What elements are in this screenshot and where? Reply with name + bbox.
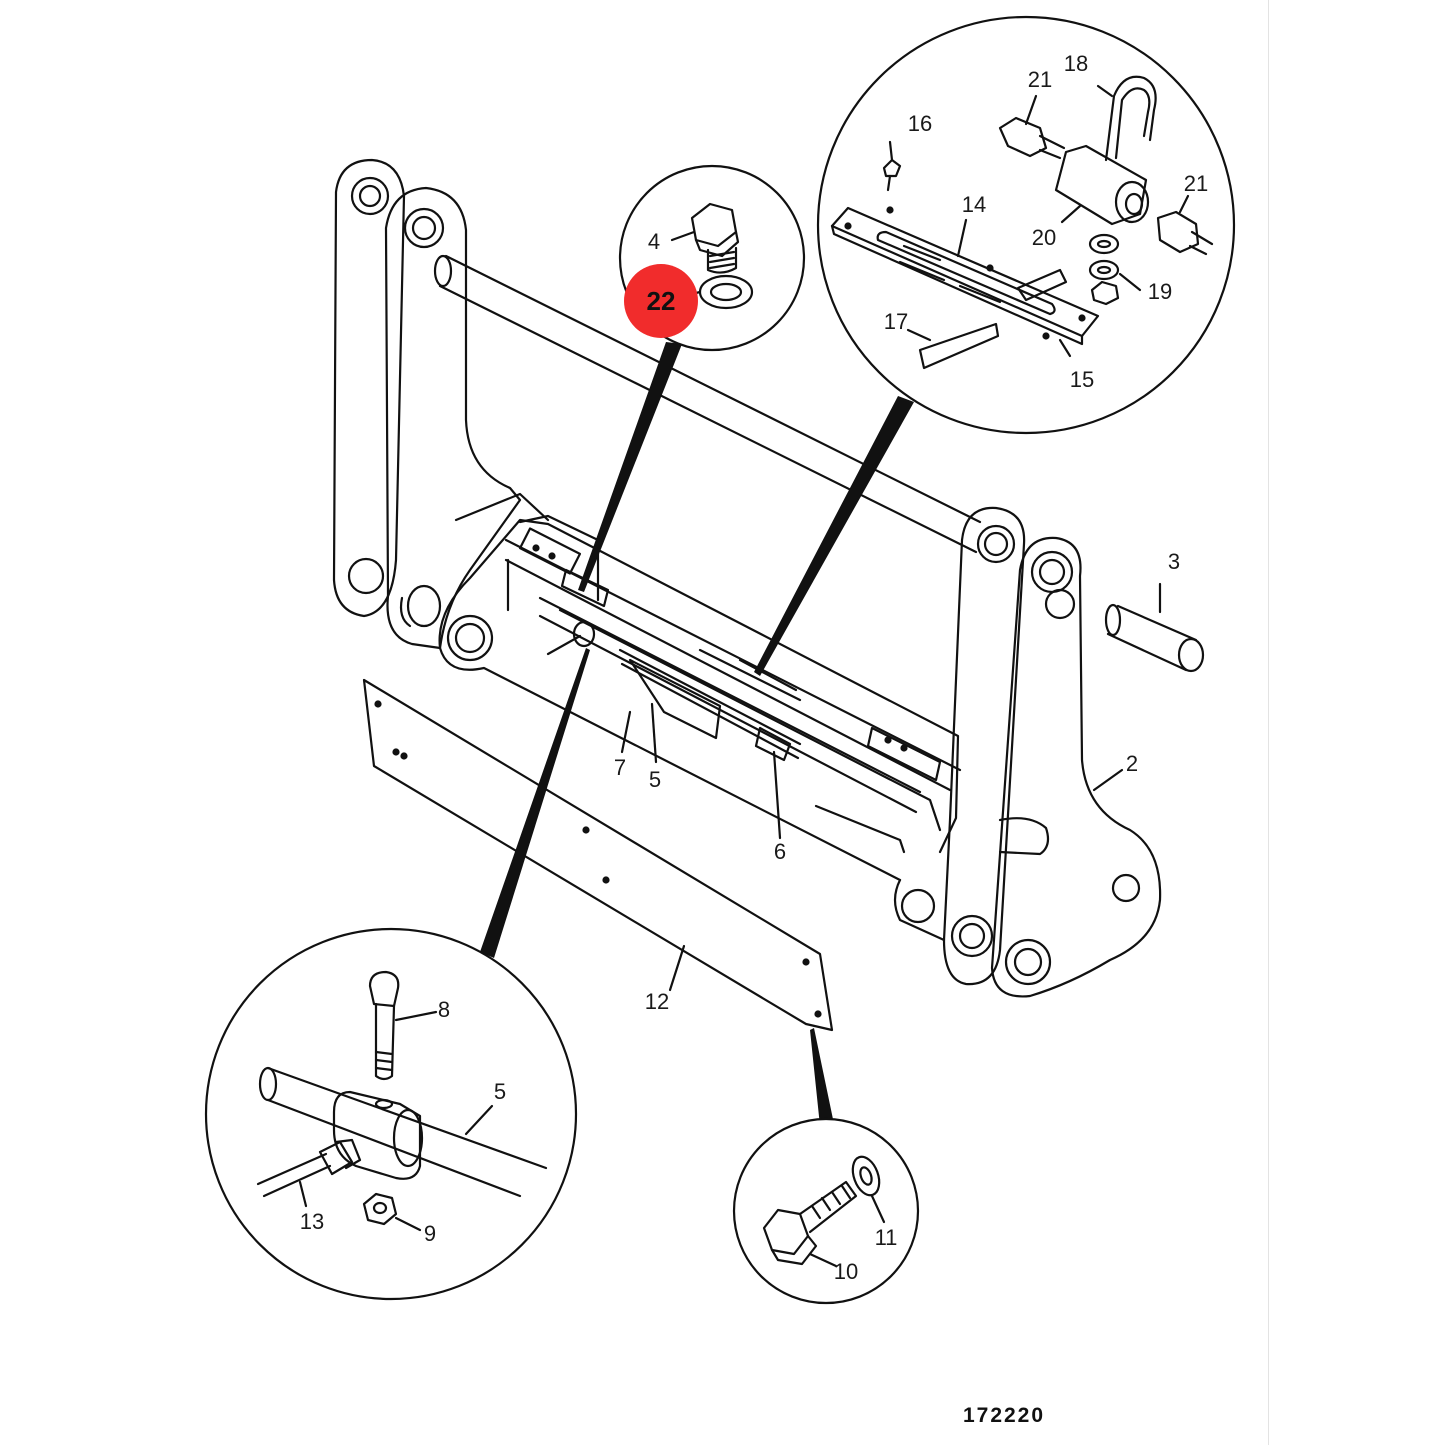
pivot-pin bbox=[1104, 603, 1205, 673]
page-edge-rule bbox=[1268, 0, 1269, 1445]
callout-13: 13 bbox=[299, 1209, 325, 1234]
highlighted-part-label: 22 bbox=[646, 285, 676, 316]
callout-21-right: 21 bbox=[1183, 171, 1209, 196]
callout-15: 15 bbox=[1069, 367, 1095, 392]
guard-plate bbox=[362, 678, 834, 1032]
callout-12: 12 bbox=[644, 989, 670, 1014]
main-view-leaders bbox=[620, 582, 1162, 992]
callout-16: 16 bbox=[907, 111, 933, 136]
callout-21-top: 21 bbox=[1027, 67, 1053, 92]
callout-14: 14 bbox=[961, 192, 987, 217]
callout-4: 4 bbox=[647, 229, 661, 254]
callout-10: 10 bbox=[833, 1259, 859, 1284]
callout-9: 9 bbox=[423, 1221, 437, 1246]
detail-circle-rod bbox=[204, 927, 578, 1301]
callout-18: 18 bbox=[1063, 51, 1089, 76]
callout-7: 7 bbox=[613, 755, 627, 780]
top-cross-tube bbox=[433, 254, 982, 554]
right-upright-rear bbox=[893, 506, 1026, 986]
callout-8: 8 bbox=[437, 997, 451, 1022]
callout-2: 2 bbox=[1125, 751, 1139, 776]
callout-20: 20 bbox=[1031, 225, 1057, 250]
callout-5-detail: 5 bbox=[493, 1079, 507, 1104]
highlighted-part-marker: 22 bbox=[624, 264, 698, 338]
callout-6: 6 bbox=[773, 839, 787, 864]
callout-19: 19 bbox=[1147, 279, 1173, 304]
left-upright-front bbox=[384, 186, 522, 650]
detail-circle-switch bbox=[816, 15, 1236, 435]
callout-11: 11 bbox=[874, 1225, 898, 1250]
right-upright-front bbox=[990, 536, 1162, 998]
drawing-reference-number: 172220 bbox=[962, 1404, 1046, 1427]
leader-lines bbox=[480, 342, 914, 1126]
detail-circle-bolt bbox=[732, 1117, 920, 1305]
carriage-frame bbox=[399, 492, 962, 882]
callout-3: 3 bbox=[1167, 549, 1181, 574]
callout-5-main: 5 bbox=[648, 767, 662, 792]
left-upright-rear bbox=[332, 158, 406, 618]
callout-17: 17 bbox=[883, 309, 909, 334]
